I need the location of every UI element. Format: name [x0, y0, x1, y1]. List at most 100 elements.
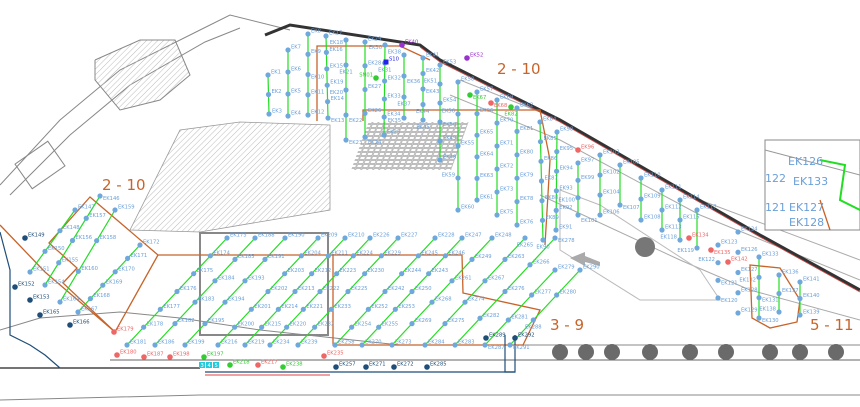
light-fixture-node[interactable]: [514, 128, 520, 134]
light-fixture-node[interactable]: [502, 288, 508, 295]
light-fixture-node[interactable]: [282, 271, 288, 277]
light-fixture-node[interactable]: [42, 248, 48, 254]
light-fixture-node[interactable]: [455, 207, 461, 213]
light-fixture-node[interactable]: [285, 113, 291, 119]
light-fixture-node[interactable]: [462, 299, 468, 305]
light-fixture-node[interactable]: [474, 132, 480, 138]
light-fixture-node[interactable]: [420, 55, 426, 61]
feeder-node[interactable]: [114, 352, 120, 358]
light-fixture-node[interactable]: [389, 342, 395, 348]
light-fixture-node[interactable]: [157, 306, 163, 312]
light-fixture-node[interactable]: [494, 189, 500, 195]
light-fixture-node[interactable]: [677, 237, 683, 243]
light-fixture-node[interactable]: [345, 288, 351, 295]
light-fixture-node[interactable]: [317, 288, 323, 295]
light-fixture-node[interactable]: [554, 129, 560, 135]
light-fixture-node[interactable]: [399, 271, 405, 277]
light-fixture-node[interactable]: [756, 315, 762, 321]
feeder-node[interactable]: [167, 354, 173, 360]
light-fixture-node[interactable]: [325, 253, 331, 259]
light-fixture-node[interactable]: [715, 242, 721, 248]
light-fixture-node[interactable]: [756, 274, 762, 280]
light-fixture-node[interactable]: [382, 78, 388, 84]
light-fixture-node[interactable]: [324, 66, 330, 72]
light-fixture-node[interactable]: [455, 79, 461, 85]
light-fixture-node[interactable]: [469, 256, 475, 262]
light-fixture-node[interactable]: [474, 154, 480, 160]
light-fixture-node[interactable]: [362, 134, 368, 140]
light-fixture-node[interactable]: [597, 152, 603, 158]
light-fixture-node[interactable]: [539, 217, 546, 223]
light-fixture-node[interactable]: [392, 306, 398, 312]
feeder-node[interactable]: [255, 362, 261, 368]
sensor-marker[interactable]: [383, 59, 389, 65]
panel-box[interactable]: [206, 362, 212, 368]
light-fixture-node[interactable]: [265, 72, 271, 78]
light-fixture-node[interactable]: [482, 342, 488, 348]
light-fixture-node[interactable]: [597, 172, 603, 178]
light-fixture-node[interactable]: [359, 342, 365, 348]
light-fixture-node[interactable]: [437, 100, 443, 106]
light-fixture-node[interactable]: [27, 269, 33, 275]
light-fixture-node[interactable]: [252, 235, 258, 241]
light-fixture-node[interactable]: [224, 235, 230, 241]
light-fixture-node[interactable]: [365, 306, 371, 312]
light-fixture-node[interactable]: [282, 235, 288, 241]
light-fixture-node[interactable]: [429, 299, 435, 305]
light-fixture-node[interactable]: [540, 237, 546, 243]
feeder-node[interactable]: [399, 42, 405, 48]
light-fixture-node[interactable]: [265, 288, 271, 295]
light-fixture-node[interactable]: [100, 282, 106, 288]
light-fixture-node[interactable]: [455, 175, 461, 181]
light-fixture-node[interactable]: [343, 87, 349, 93]
light-fixture-node[interactable]: [694, 245, 700, 251]
light-fixture-node[interactable]: [97, 193, 103, 199]
light-fixture-node[interactable]: [362, 63, 368, 69]
light-fixture-node[interactable]: [285, 47, 291, 53]
light-fixture-node[interactable]: [507, 342, 513, 348]
light-fixture-node[interactable]: [192, 299, 198, 305]
feeder-node[interactable]: [424, 364, 430, 370]
feeder-node[interactable]: [227, 362, 233, 368]
light-fixture-node[interactable]: [382, 288, 388, 295]
light-fixture-node[interactable]: [362, 86, 368, 93]
light-fixture-node[interactable]: [323, 49, 329, 56]
light-fixture-node[interactable]: [305, 51, 311, 57]
light-fixture-node[interactable]: [617, 202, 623, 208]
light-fixture-node[interactable]: [474, 197, 480, 203]
light-fixture-node[interactable]: [537, 139, 544, 145]
light-fixture-node[interactable]: [362, 271, 368, 277]
light-fixture-node[interactable]: [415, 253, 421, 259]
light-fixture-node[interactable]: [259, 324, 265, 330]
light-fixture-node[interactable]: [552, 235, 558, 241]
light-fixture-node[interactable]: [575, 160, 581, 166]
light-fixture-node[interactable]: [514, 222, 520, 228]
light-fixture-node[interactable]: [72, 207, 78, 213]
light-fixture-node[interactable]: [735, 249, 741, 255]
light-fixture-node[interactable]: [422, 342, 428, 348]
light-fixture-node[interactable]: [554, 168, 560, 174]
light-fixture-node[interactable]: [797, 312, 803, 318]
light-fixture-node[interactable]: [597, 192, 603, 198]
feeder-node[interactable]: [708, 247, 714, 253]
light-fixture-node[interactable]: [174, 288, 180, 295]
light-fixture-node[interactable]: [395, 235, 401, 241]
light-fixture-node[interactable]: [552, 267, 558, 273]
light-fixture-node[interactable]: [489, 235, 495, 241]
light-fixture-node[interactable]: [553, 207, 559, 213]
light-fixture-node[interactable]: [56, 260, 62, 266]
light-fixture-node[interactable]: [776, 272, 782, 278]
light-fixture-node[interactable]: [182, 342, 188, 348]
light-fixture-node[interactable]: [735, 310, 741, 316]
light-fixture-node[interactable]: [677, 197, 683, 203]
light-fixture-node[interactable]: [437, 138, 443, 144]
feeder-node[interactable]: [280, 364, 286, 370]
light-fixture-node[interactable]: [514, 199, 520, 205]
light-fixture-node[interactable]: [215, 342, 221, 348]
light-fixture-node[interactable]: [420, 70, 426, 77]
feeder-node[interactable]: [37, 312, 43, 318]
feeder-node[interactable]: [508, 104, 514, 110]
light-fixture-node[interactable]: [57, 299, 63, 305]
light-fixture-node[interactable]: [522, 235, 528, 241]
light-fixture-node[interactable]: [756, 295, 762, 301]
